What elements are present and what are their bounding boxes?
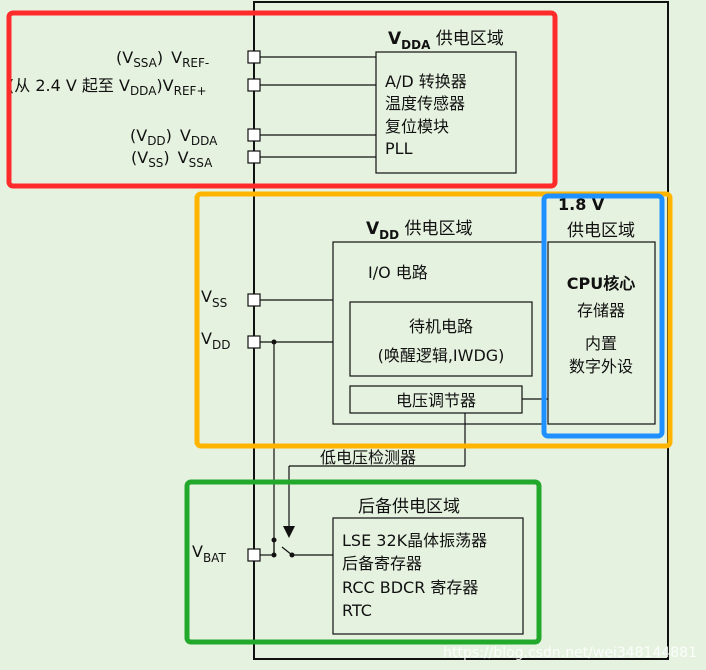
core-item-cpu: CPU核心	[567, 274, 635, 293]
pin-vss	[247, 293, 261, 307]
core-domain-title: 供电区域	[567, 221, 635, 241]
vdd-io-label: I/O 电路	[368, 263, 428, 282]
label-vbat: VBAT	[192, 542, 226, 565]
core-item-peripherals: 数字外设	[569, 357, 633, 376]
backup-domain-box	[332, 517, 524, 635]
vdda-item-reset: 复位模块	[385, 117, 449, 136]
backup-domain-title: 后备供电区域	[358, 497, 460, 517]
core-domain: 1.8 V 供电区域 CPU核心 存储器 内置 数字外设	[547, 195, 656, 425]
pin-vdda	[247, 128, 261, 142]
label-vssa: (VSS)VSSA	[131, 148, 213, 170]
backup-domain: 后备供电区域 LSE 32K晶体振荡器 后备寄存器 RCC BDCR 寄存器 R…	[332, 497, 524, 635]
switch-contact-right	[289, 552, 295, 558]
low-voltage-detector-label: 低电压检测器	[320, 448, 416, 467]
standby-circuit-detail: (唤醒逻辑,IWDG)	[378, 346, 505, 365]
vdda-domain-box	[375, 51, 517, 174]
backup-highlight-frame	[184, 479, 542, 645]
vdda-item-adc: A/D 转换器	[385, 72, 467, 91]
vdd-domain: VDD 供电区域 I/O 电路 待机电路 (唤醒逻辑,IWDG) 电压调节器	[332, 219, 544, 425]
watermark-text: https://blog.csdn.net/wei348144881	[443, 645, 697, 661]
vdd-wires	[260, 299, 333, 555]
voltage-regulator-label: 电压调节器	[396, 391, 476, 410]
label-vref-plus: (从 2.4 V 起至 VDDA)VREF+	[8, 76, 207, 98]
vdda-highlight-frame	[6, 10, 558, 189]
standby-circuit-box	[349, 301, 533, 377]
vdd-domain-title: VDD 供电区域	[366, 219, 473, 242]
pin-vssa	[247, 150, 261, 164]
pin-vdd	[247, 335, 261, 349]
vdda-item-temp-sensor: 温度传感器	[385, 94, 465, 113]
vdda-wires	[260, 56, 376, 158]
core-domain-box	[547, 241, 656, 425]
vdda-domain: VDDA 供电区域 A/D 转换器 温度传感器 复位模块 PLL	[375, 29, 517, 174]
switch-contact-left	[271, 552, 277, 558]
backup-item-lse: LSE 32K晶体振荡器	[342, 531, 487, 550]
vdda-pins	[247, 50, 261, 164]
core-highlight-frame	[541, 193, 665, 439]
standby-circuit-label: 待机电路	[409, 317, 473, 336]
label-vref-minus: (VSSA)VREF-	[116, 48, 209, 70]
core-domain-voltage: 1.8 V	[558, 195, 605, 214]
vdda-domain-title: VDDA 供电区域	[388, 29, 504, 52]
pin-vbat	[247, 548, 261, 562]
low-voltage-detector-path	[288, 413, 466, 526]
vdda-item-pll: PLL	[385, 139, 413, 158]
backup-item-rcc-bdcr: RCC BDCR 寄存器	[342, 578, 478, 597]
backup-item-registers: 后备寄存器	[342, 554, 422, 573]
label-vss: VSS	[201, 287, 227, 310]
core-item-builtin: 内置	[585, 334, 617, 353]
pin-vref-minus	[247, 50, 261, 64]
label-vdda: (VDD)VDDA	[130, 126, 218, 148]
vdd-junction-dot	[271, 339, 277, 345]
detector-arrow-icon	[283, 526, 295, 538]
pin-vref-plus	[247, 78, 261, 92]
core-item-memory: 存储器	[577, 301, 625, 320]
vbat-switch	[260, 540, 333, 556]
switch-contact-top	[271, 537, 277, 543]
vdd-highlight-frame	[194, 191, 673, 449]
label-vdd: VDD	[201, 329, 230, 352]
backup-item-rtc: RTC	[342, 601, 372, 620]
